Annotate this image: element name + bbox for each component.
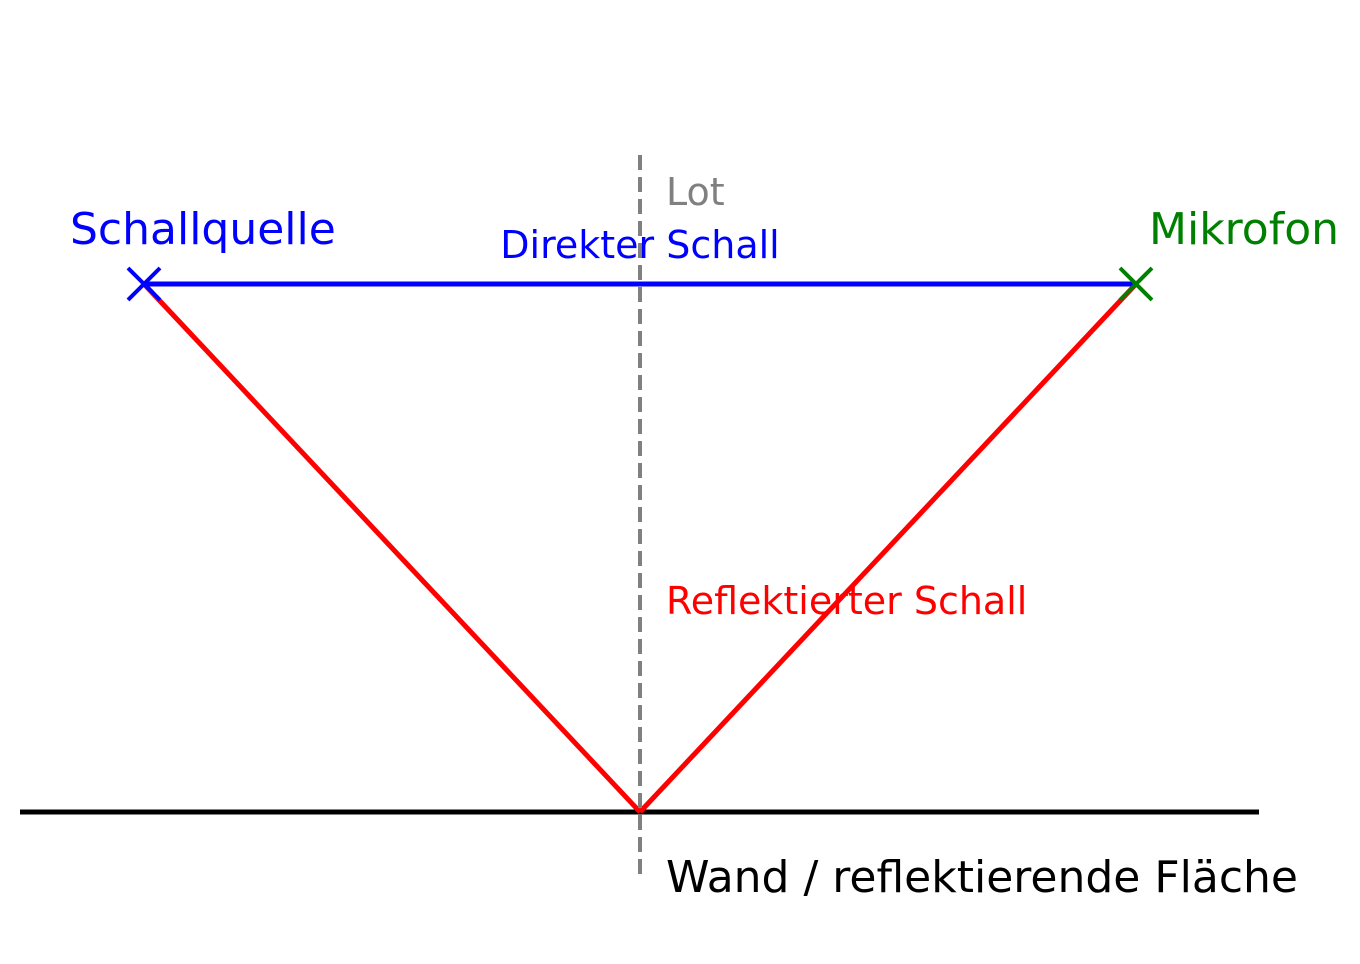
microphone-marker-icon [1118, 266, 1154, 302]
wall-label: Wand / reflektierende Fläche [666, 852, 1298, 903]
direct-sound-label: Direkter Schall [500, 223, 779, 267]
reflected-sound-label: Reflektierter Schall [666, 579, 1027, 623]
source-label: Schallquelle [70, 204, 336, 255]
reflected-ray-outgoing [638, 282, 1138, 814]
reflected-ray-incoming [142, 282, 642, 814]
microphone-label: Mikrofon [1149, 204, 1339, 255]
source-marker-icon [126, 266, 162, 302]
normal-label: Lot [666, 170, 725, 214]
